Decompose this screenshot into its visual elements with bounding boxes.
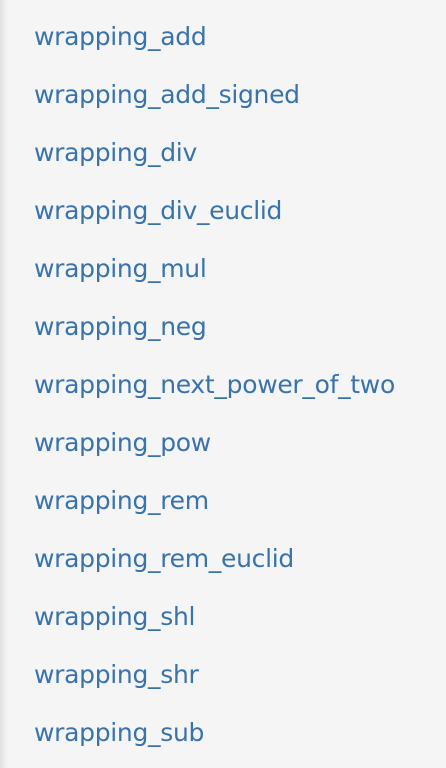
method-link-wrapping-rem-euclid[interactable]: wrapping_rem_euclid — [34, 544, 294, 573]
list-item: wrapping_rem_euclid — [34, 530, 395, 588]
list-item: wrapping_shr — [34, 646, 395, 704]
list-item: wrapping_add_signed — [34, 66, 395, 124]
method-link-wrapping-next-power-of-two[interactable]: wrapping_next_power_of_two — [34, 370, 395, 399]
list-item: wrapping_rem — [34, 472, 395, 530]
method-list: wrapping_add wrapping_add_signed wrappin… — [34, 8, 395, 762]
method-link-wrapping-sub[interactable]: wrapping_sub — [34, 718, 205, 747]
method-link-wrapping-add-signed[interactable]: wrapping_add_signed — [34, 80, 300, 109]
method-link-wrapping-shl[interactable]: wrapping_shl — [34, 602, 196, 631]
list-item: wrapping_neg — [34, 298, 395, 356]
list-item: wrapping_mul — [34, 240, 395, 298]
list-item: wrapping_div — [34, 124, 395, 182]
list-item: wrapping_shl — [34, 588, 395, 646]
method-link-wrapping-pow[interactable]: wrapping_pow — [34, 428, 211, 457]
method-link-wrapping-add[interactable]: wrapping_add — [34, 22, 207, 51]
list-item: wrapping_pow — [34, 414, 395, 472]
method-link-wrapping-rem[interactable]: wrapping_rem — [34, 486, 209, 515]
method-link-wrapping-shr[interactable]: wrapping_shr — [34, 660, 199, 689]
method-link-wrapping-div-euclid[interactable]: wrapping_div_euclid — [34, 196, 283, 225]
list-item: wrapping_add — [34, 8, 395, 66]
list-item: wrapping_next_power_of_two — [34, 356, 395, 414]
method-link-wrapping-neg[interactable]: wrapping_neg — [34, 312, 207, 341]
method-link-wrapping-div[interactable]: wrapping_div — [34, 138, 197, 167]
list-item: wrapping_div_euclid — [34, 182, 395, 240]
method-link-wrapping-mul[interactable]: wrapping_mul — [34, 254, 207, 283]
list-item: wrapping_sub — [34, 704, 395, 762]
